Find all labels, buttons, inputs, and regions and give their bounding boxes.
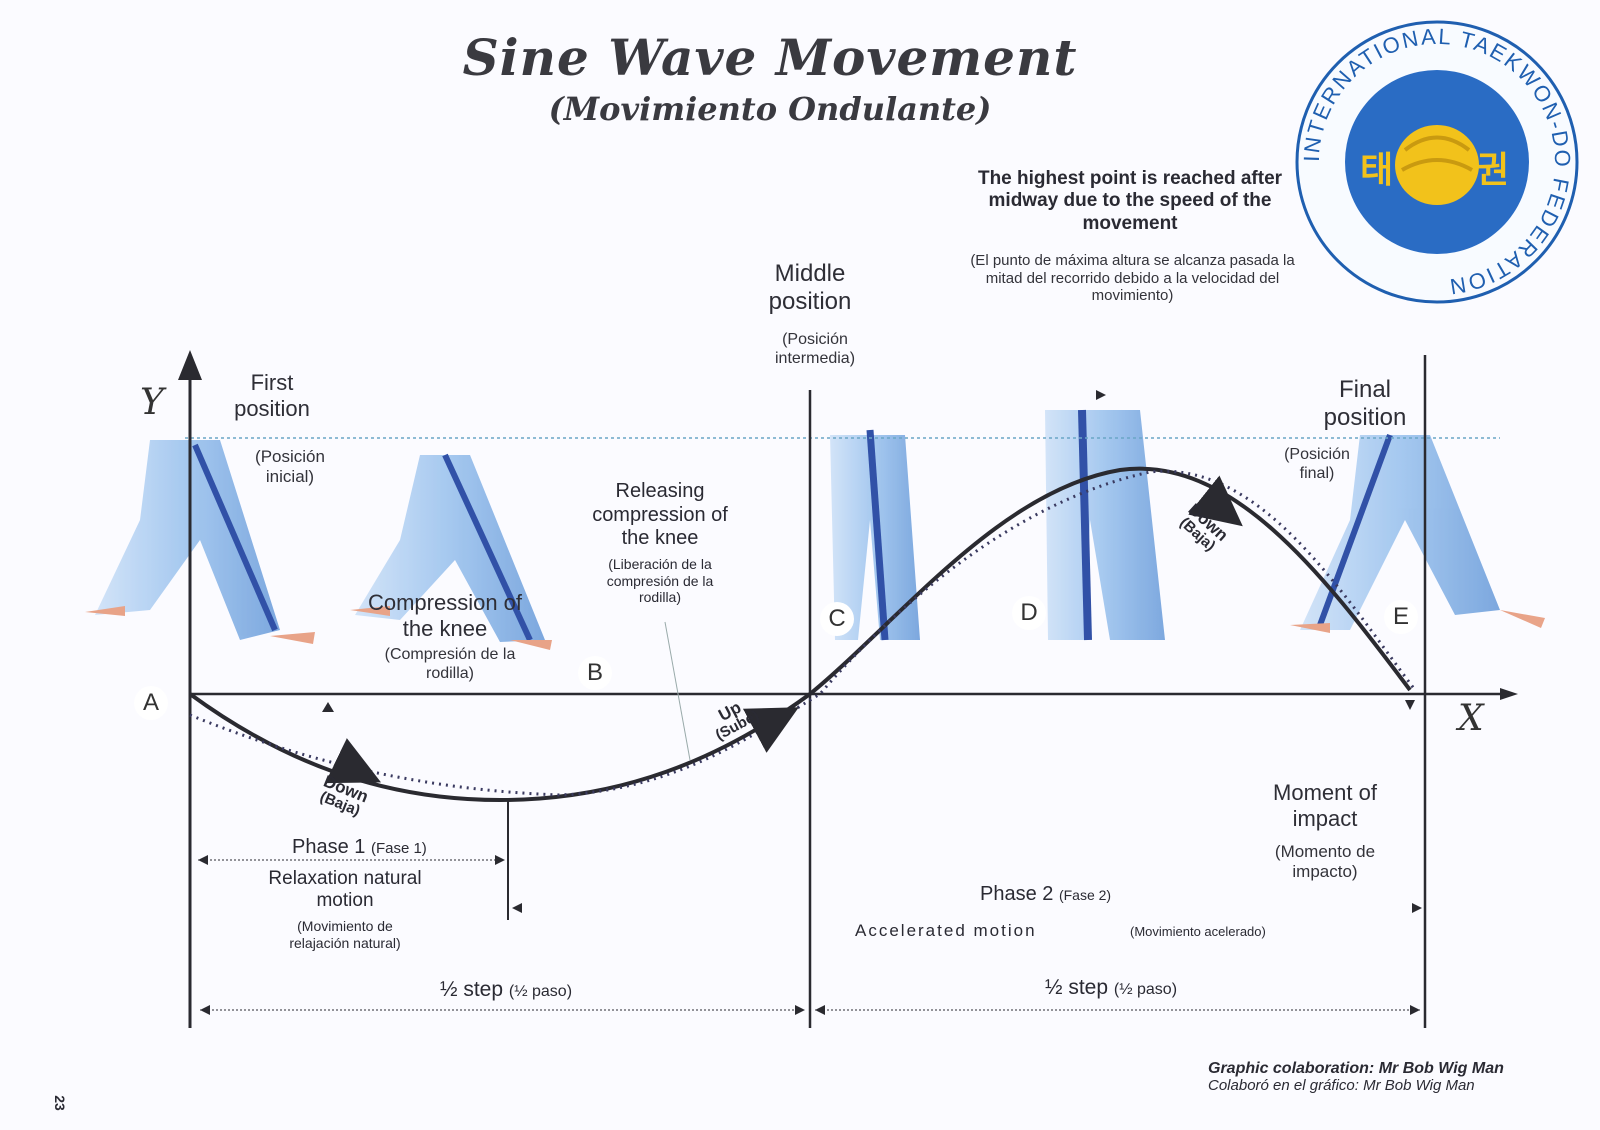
compression-label: Compression of the knee (367, 590, 523, 641)
figure-first-position (85, 440, 315, 644)
impact-label: Moment of impact (1273, 780, 1377, 831)
releasing-es: (Liberación de la compresión de la rodil… (606, 556, 714, 606)
figure-highest (1045, 409, 1165, 641)
credit-es: Colaboró en el gráfico: Mr Bob Wig Man (1208, 1076, 1475, 1094)
half-step-right-en: ½ step (1045, 976, 1109, 999)
phase1-label: Phase 1 (Fase 1) (292, 836, 427, 860)
final-position-es: (Posición final) (1284, 446, 1350, 482)
middle-position-label: Middle position (768, 260, 852, 316)
point-c: C (820, 602, 854, 636)
half-step-right: ½ step (½ paso) (1045, 976, 1177, 1001)
accelerated-label: Accelerated motion (855, 921, 1037, 940)
impact-es: (Momento de impacto) (1274, 842, 1376, 882)
diagram-title: Sine Wave Movement (462, 28, 1078, 87)
final-position-label: Final position (1323, 376, 1407, 432)
highest-point-es: (El punto de máxima altura se alcanza pa… (970, 252, 1295, 305)
accelerated-es: (Movimiento acelerado) (1130, 924, 1266, 939)
x-axis-label: X (1458, 698, 1484, 739)
half-step-left: ½ step (½ paso) (440, 978, 572, 1003)
page-number: 23 (51, 1095, 68, 1111)
phase2-en: Phase 2 (980, 883, 1054, 905)
relaxation-label: Relaxation natural motion (268, 868, 422, 912)
phase2-es: (Fase 2) (1058, 887, 1112, 903)
highest-point-label: The highest point is reached after midwa… (977, 168, 1283, 234)
credit-en: Graphic colaboration: Mr Bob Wig Man (1208, 1060, 1504, 1077)
half-step-right-es: (½ paso) (1113, 981, 1178, 998)
itf-logo: 태 권 INTERNATIONAL TAEKWON-DO FEDERATION (1295, 20, 1579, 304)
half-step-left-es: (½ paso) (508, 983, 573, 1000)
figure-compression (350, 453, 552, 650)
compression-es: (Compresión de la rodilla) (384, 646, 516, 682)
releasing-label: Releasing compression of the knee (592, 480, 728, 550)
credit: Graphic colaboration: Mr Bob Wig Man Col… (1208, 1060, 1504, 1094)
relaxation-es: (Movimiento de relajación natural) (289, 918, 401, 951)
phase1-en: Phase 1 (292, 836, 366, 858)
first-position-es: (Posición inicial) (255, 447, 325, 487)
point-e: E (1384, 600, 1418, 634)
phase1-es: (Fase 1) (370, 840, 427, 857)
logo-hangul-right: 권 (1476, 150, 1509, 191)
y-axis-label: Y (140, 382, 164, 423)
first-position-label: First position (234, 370, 310, 421)
point-a: A (134, 686, 168, 720)
middle-position-es: (Posición intermedia) (774, 331, 856, 367)
diagram-subtitle: (Movimiento Ondulante) (548, 90, 992, 128)
point-d: D (1012, 596, 1046, 630)
figure-middle (830, 429, 920, 641)
logo-hangul-left: 태 (1360, 150, 1393, 191)
phase2-label: Phase 2 (Fase 2) (980, 883, 1111, 907)
point-b: B (578, 656, 612, 690)
half-step-left-en: ½ step (440, 978, 504, 1001)
